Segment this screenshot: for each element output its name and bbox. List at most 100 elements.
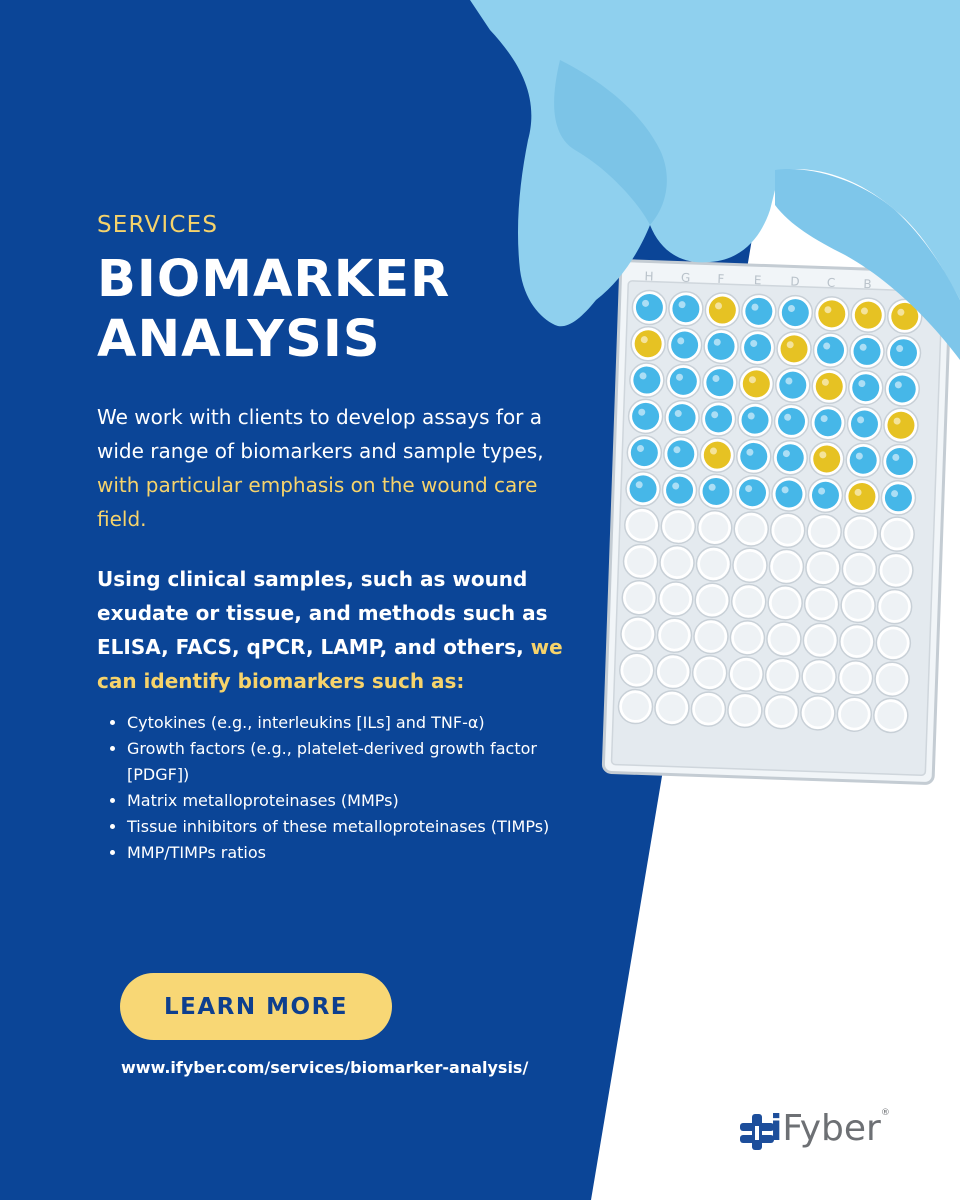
empty-well <box>662 585 690 613</box>
well-highlight <box>709 447 717 455</box>
empty-well <box>694 695 722 723</box>
filled-well <box>818 300 846 328</box>
well-highlight <box>638 408 646 416</box>
filled-well <box>778 407 806 435</box>
empty-well <box>840 700 868 728</box>
empty-well <box>881 593 909 621</box>
well-highlight <box>892 453 900 461</box>
filled-well <box>779 371 807 399</box>
well-highlight <box>896 345 904 353</box>
intro-paragraph: We work with clients to develop assays f… <box>97 400 567 536</box>
empty-well <box>845 555 873 583</box>
well-highlight <box>819 451 827 459</box>
empty-well <box>774 516 802 544</box>
title-line-2: ANALYSIS <box>97 310 381 369</box>
well-highlight <box>674 409 682 417</box>
well-highlight <box>745 485 753 493</box>
empty-well <box>843 628 871 656</box>
empty-well <box>627 547 655 575</box>
empty-well <box>624 620 652 648</box>
filled-well <box>886 448 914 476</box>
well-highlight <box>820 415 828 423</box>
empty-well <box>701 514 729 542</box>
ifyber-logo-icon <box>740 1114 774 1150</box>
filled-well <box>668 404 696 432</box>
filled-well <box>853 337 881 365</box>
empty-well <box>770 625 798 653</box>
well-highlight <box>642 299 650 307</box>
well-highlight <box>672 482 680 490</box>
glove-thumb <box>775 169 960 360</box>
empty-well <box>660 621 688 649</box>
well-highlight <box>857 416 865 424</box>
filled-well <box>739 479 767 507</box>
filled-well <box>781 299 809 327</box>
glove-shadow <box>554 60 667 225</box>
filled-well <box>669 367 697 395</box>
website-url[interactable]: www.ifyber.com/services/biomarker-analys… <box>121 1058 529 1077</box>
filled-well <box>703 441 731 469</box>
empty-well <box>625 584 653 612</box>
empty-well <box>658 694 686 722</box>
brand-i: i <box>770 1108 783 1149</box>
empty-well <box>806 626 834 654</box>
empty-well <box>663 549 691 577</box>
empty-well <box>628 511 656 539</box>
filled-well <box>672 295 700 323</box>
intro-highlight: with particular emphasis on the wound ca… <box>97 473 538 531</box>
empty-well <box>732 660 760 688</box>
empty-well <box>882 556 910 584</box>
well-highlight <box>860 307 868 315</box>
well-highlight <box>640 336 648 344</box>
filled-well <box>811 481 839 509</box>
empty-well <box>769 661 797 689</box>
filled-well <box>632 402 660 430</box>
filled-well <box>741 406 769 434</box>
plate-label: F <box>717 272 724 286</box>
filled-well <box>744 334 772 362</box>
filled-well <box>740 442 768 470</box>
filled-well <box>633 366 661 394</box>
page-title: BIOMARKER ANALYSIS <box>97 250 450 370</box>
empty-well <box>805 663 833 691</box>
well-highlight <box>891 490 899 498</box>
empty-well <box>733 624 761 652</box>
filled-well <box>814 409 842 437</box>
well-highlight <box>821 378 829 386</box>
empty-well <box>699 550 727 578</box>
filled-well <box>884 484 912 512</box>
intro-text: We work with clients to develop assays f… <box>97 405 544 463</box>
well-highlight <box>677 337 685 345</box>
empty-well <box>847 519 875 547</box>
well-highlight <box>708 483 716 491</box>
filled-well <box>775 480 803 508</box>
well-highlight <box>823 342 831 350</box>
well-highlight <box>784 413 792 421</box>
empty-well <box>804 699 832 727</box>
biomarker-list: Cytokines (e.g., interleukins [ILs] and … <box>105 710 587 866</box>
empty-well <box>844 591 872 619</box>
well-highlight <box>748 376 756 384</box>
filled-well <box>742 370 770 398</box>
filled-well <box>813 445 841 473</box>
filled-well <box>634 330 662 358</box>
well-highlight <box>746 448 754 456</box>
filled-well <box>889 339 917 367</box>
empty-well <box>696 659 724 687</box>
filled-well <box>706 369 734 397</box>
filled-well <box>852 374 880 402</box>
empty-well <box>879 629 907 657</box>
filled-well <box>666 476 694 504</box>
filled-well <box>848 483 876 511</box>
empty-well <box>808 590 836 618</box>
learn-more-button[interactable]: LEARN MORE <box>120 973 392 1040</box>
section-kicker: SERVICES <box>97 212 219 238</box>
list-item: MMP/TIMPs ratios <box>127 840 587 866</box>
well-highlight <box>678 301 686 309</box>
filled-well <box>705 405 733 433</box>
empty-well <box>771 589 799 617</box>
empty-well <box>659 658 687 686</box>
filled-well <box>635 294 663 322</box>
